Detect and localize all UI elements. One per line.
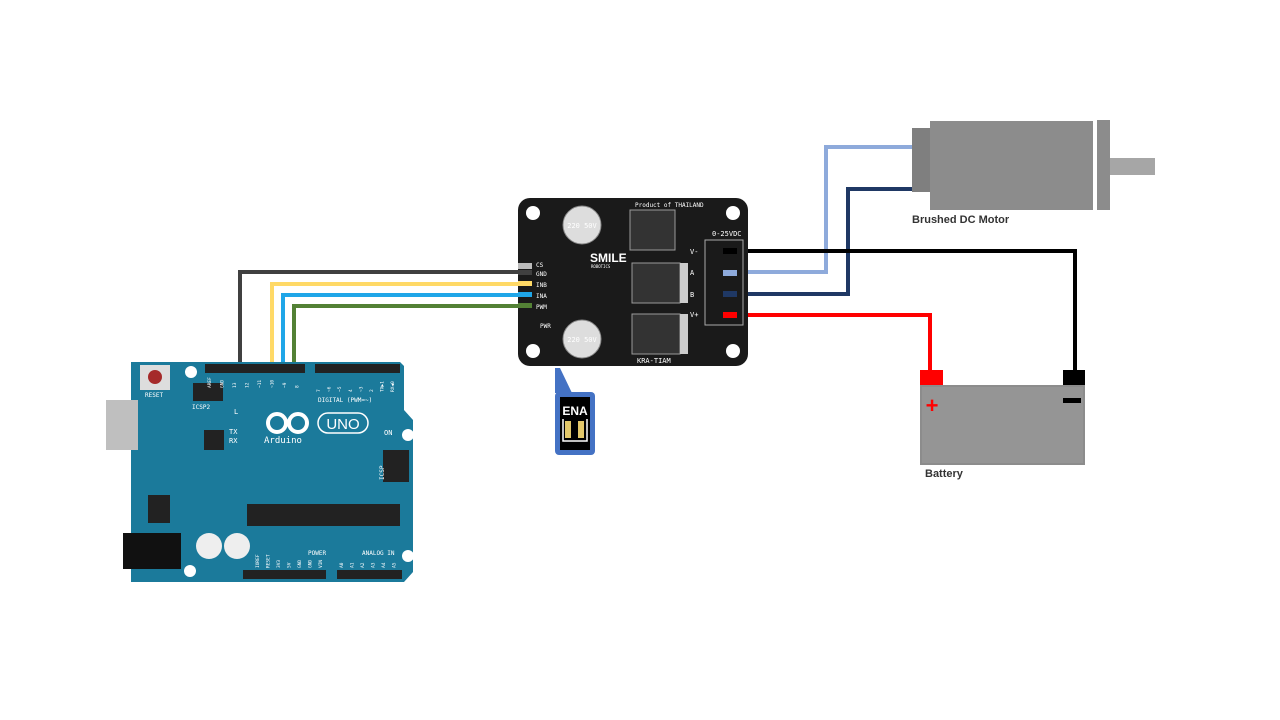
reset-label: RESET <box>145 392 163 399</box>
analog-pin-label: A3 <box>371 562 377 568</box>
capacitor-label: 220 50V <box>567 336 597 344</box>
wire-motor-b <box>735 187 914 296</box>
digital-pin-label: 8 <box>295 385 301 388</box>
dc-motor: Brushed DC Motor <box>912 120 1155 226</box>
wire-inb <box>270 282 522 364</box>
power-pin-label: GND <box>297 560 303 568</box>
motor-label: Brushed DC Motor <box>912 214 1010 226</box>
ena-jumper-callout: ENA <box>555 368 595 455</box>
digital-pin-label: TX▶1 <box>380 381 386 392</box>
digital-pin-label: 12 <box>245 382 251 388</box>
wire-gnd <box>238 270 522 364</box>
capacitor-label: 220 50V <box>567 222 597 230</box>
analog-label: ANALOG IN <box>362 550 395 557</box>
driver-brand: SMILE <box>590 251 627 265</box>
icsp2-label: ICSP2 <box>192 404 210 411</box>
header-digital-right <box>315 364 400 373</box>
battery-plus-sign: + <box>926 393 939 418</box>
power-pin-label: 5V <box>287 562 293 568</box>
on-label: ON <box>384 429 392 437</box>
power-pin-label: IOREF <box>255 554 261 568</box>
driver-brand-sub: ROBOTICS <box>591 264 611 269</box>
wire-pwm <box>292 304 522 364</box>
header-digital-left <box>205 364 305 373</box>
digital-pin-label: AREF <box>207 377 213 388</box>
arduino-logo-text: Arduino <box>264 436 302 446</box>
digital-pin-label: ~9 <box>282 382 288 388</box>
pin-vminus-label: V- <box>690 248 698 256</box>
wire-motor-a <box>735 145 914 274</box>
battery-minus-sign <box>1063 398 1081 403</box>
digital-pin-label: 4 <box>348 389 354 392</box>
driver-left-pins: CS GND INB INA PWM PWR <box>518 262 551 330</box>
power-pin-label: 3V3 <box>276 560 282 568</box>
pin-pwm-label: PWM <box>536 304 547 311</box>
analog-pin-label: A2 <box>360 562 366 568</box>
header-power <box>243 570 326 579</box>
analog-pin-label: A4 <box>381 562 387 568</box>
digital-pin-label: GND <box>220 380 226 388</box>
power-label: POWER <box>308 550 326 557</box>
digital-pin-label: ~10 <box>270 380 276 388</box>
analog-pin-label: A0 <box>339 562 345 568</box>
wire-vminus <box>735 249 1077 372</box>
pin-vplus-label: V+ <box>690 311 698 319</box>
digital-pin-label: ~5 <box>337 386 343 392</box>
arduino-logo <box>266 412 309 434</box>
digital-pin-label: RX◀0 <box>390 381 396 392</box>
arduino-uno-board: RESET ICSP2 DIGITAL (PWM=~) L TX RX ON I… <box>106 362 414 582</box>
digital-pin-label: 13 <box>232 382 238 388</box>
uno-label: UNO <box>326 416 359 433</box>
led-l-label: L <box>234 408 238 416</box>
capacitor <box>562 205 602 245</box>
digital-label: DIGITAL (PWM=~) <box>318 397 372 404</box>
atmega-chip <box>247 504 400 526</box>
motor-driver-board: 220 50V 220 50V Product of THAILAND KRA-… <box>518 198 748 366</box>
digital-pin-label: 2 <box>369 389 375 392</box>
mosfet <box>629 209 676 251</box>
power-pin-label: RESET <box>266 554 272 568</box>
power-pin-label: GND <box>308 560 314 568</box>
voltage-label: 0-25VDC <box>712 230 742 238</box>
power-pin-label: VIN <box>318 560 324 568</box>
header-analog <box>337 570 402 579</box>
pwr-label: PWR <box>540 323 551 330</box>
battery-label: Battery <box>925 468 964 480</box>
digital-pin-label: 7 <box>316 389 322 392</box>
icsp-label: ICSP <box>379 465 386 480</box>
capacitor <box>562 319 602 359</box>
led-tx-label: TX <box>229 428 238 436</box>
digital-pin-label: ~6 <box>327 386 333 392</box>
digital-pin-label: ~3 <box>358 386 364 392</box>
ena-label: ENA <box>562 404 588 418</box>
driver-model-text: KRA-TIAM <box>637 357 671 365</box>
battery: + Battery <box>920 370 1085 480</box>
driver-origin-text: Product of THAILAND <box>635 202 704 209</box>
wires <box>238 145 1077 372</box>
analog-pin-label: A1 <box>350 562 356 568</box>
pin-gnd-label: GND <box>536 271 547 278</box>
driver-right-pins: V- A B V+ <box>690 239 744 326</box>
analog-pin-label: A5 <box>392 562 398 568</box>
wire-vplus <box>735 313 932 372</box>
pin-inb-label: INB <box>536 282 547 289</box>
wire-ina <box>281 293 522 364</box>
led-rx-label: RX <box>229 437 238 445</box>
mosfet <box>631 262 681 304</box>
pin-b-label: B <box>690 291 694 299</box>
digital-pin-label: ~11 <box>257 380 263 388</box>
mosfet <box>631 313 681 355</box>
pin-a-label: A <box>690 269 695 277</box>
pin-cs-label: CS <box>536 262 544 269</box>
pin-ina-label: INA <box>536 293 547 300</box>
